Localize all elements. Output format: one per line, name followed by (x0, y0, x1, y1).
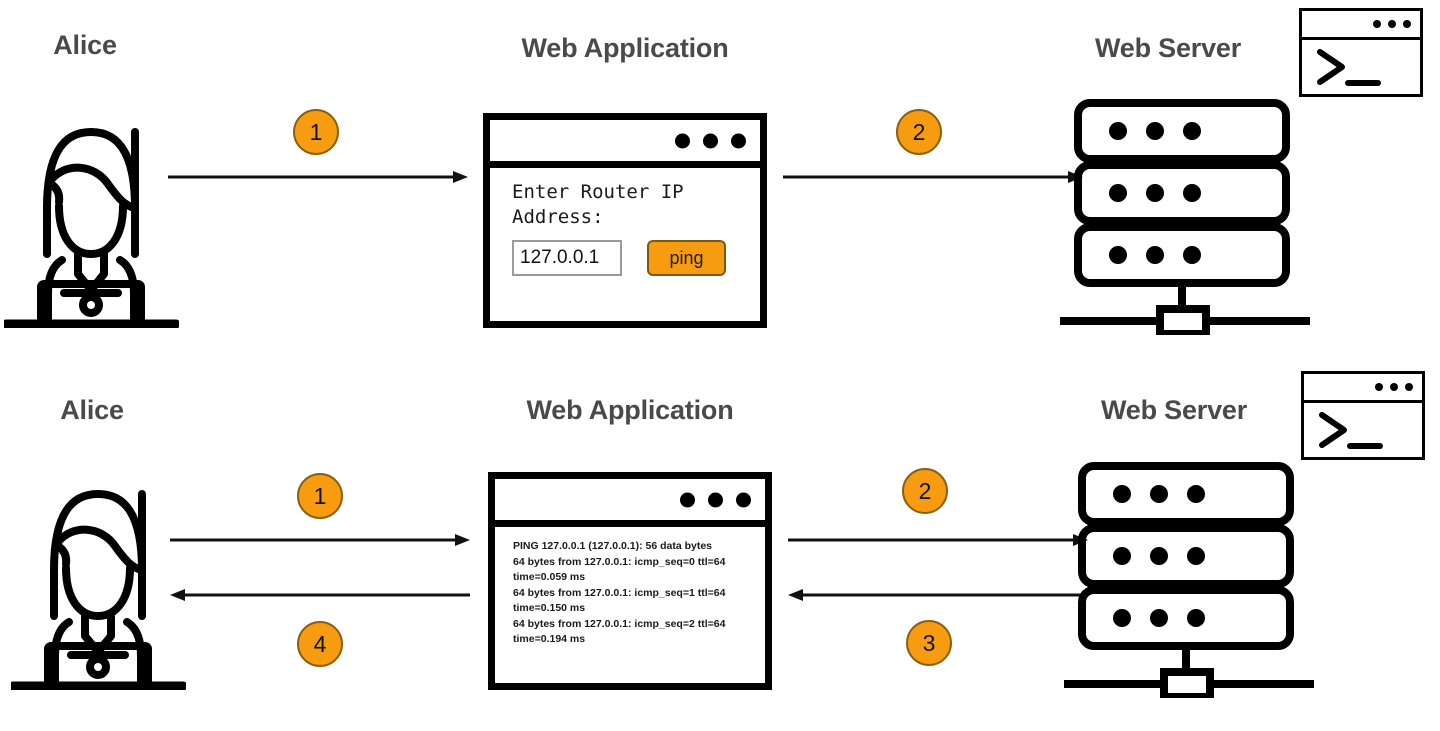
alice-label-row1: Alice (53, 30, 117, 60)
browser-titlebar-row2 (495, 479, 765, 527)
ping-output-line: 64 bytes from 127.0.0.1: icmp_seq=2 ttl=… (513, 617, 726, 646)
ping-output-line: PING 127.0.0.1 (127.0.0.1): 56 data byte… (513, 540, 713, 552)
step-badge-4[interactable]: 4 (297, 621, 343, 667)
ping-output: PING 127.0.0.1 (127.0.0.1): 56 data byte… (513, 539, 765, 648)
webserver-label-row2: Web Server (1100, 395, 1248, 425)
router-ip-input[interactable]: 127.0.0.1 (512, 240, 622, 276)
terminal-titlebar-row1 (1302, 11, 1420, 40)
arrow-alice-to-webapp-2 (170, 534, 470, 546)
window-dot-icon (1373, 20, 1381, 28)
arrow-server-to-webapp (788, 589, 1088, 601)
step-badge-1[interactable]: 1 (293, 109, 339, 155)
terminal-window-icon-row1 (1299, 8, 1423, 97)
arrow-webapp-to-server-2 (788, 534, 1088, 546)
arrow-alice-to-webapp (168, 171, 468, 183)
browser-window-row2: PING 127.0.0.1 (127.0.0.1): 56 data byte… (488, 472, 772, 690)
window-dot-icon (1403, 20, 1411, 28)
server-rack-icon-row1 (1060, 99, 1310, 335)
alice-label-row2: Alice (60, 395, 124, 425)
ping-button[interactable]: ping (647, 240, 726, 276)
ping-output-line: 64 bytes from 127.0.0.1: icmp_seq=0 ttl=… (513, 555, 726, 584)
window-dots-row2 (680, 492, 751, 507)
step-badge-2[interactable]: 2 (896, 109, 942, 155)
person-at-laptop-icon-row1 (4, 128, 179, 328)
step-badge-1-row2[interactable]: 1 (297, 473, 343, 519)
window-dot-icon (1405, 383, 1413, 391)
webapp-label-row2: Web Application (526, 395, 734, 425)
window-dot-icon (1390, 383, 1398, 391)
browser-window-row1: Enter Router IP Address: 127.0.0.1 ping (483, 113, 767, 328)
arrow-webapp-to-server (783, 171, 1083, 183)
terminal-dots-row1 (1373, 20, 1411, 28)
window-dot-icon (708, 492, 723, 507)
person-at-laptop-icon-row2 (11, 490, 186, 690)
window-dot-icon (680, 492, 695, 507)
window-dot-icon (736, 492, 751, 507)
browser-content-row2: PING 127.0.0.1 (127.0.0.1): 56 data byte… (495, 527, 765, 683)
browser-titlebar-row1 (490, 120, 760, 168)
arrow-webapp-to-alice (170, 589, 470, 601)
terminal-prompt-row1 (1302, 40, 1420, 99)
terminal-prompt-row2 (1304, 403, 1422, 462)
router-ip-field-label: Enter Router IP Address: (512, 181, 684, 228)
window-dots-row1 (675, 133, 746, 148)
server-rack-icon-row2 (1064, 462, 1314, 698)
terminal-window-icon-row2 (1301, 371, 1425, 460)
window-dot-icon (703, 133, 718, 148)
window-dot-icon (1375, 383, 1383, 391)
browser-content-row1: Enter Router IP Address: 127.0.0.1 ping (490, 168, 760, 321)
terminal-titlebar-row2 (1304, 374, 1422, 403)
webapp-label-row1: Web Application (521, 33, 729, 63)
terminal-dots-row2 (1375, 383, 1413, 391)
step-badge-3[interactable]: 3 (906, 620, 952, 666)
window-dot-icon (1388, 20, 1396, 28)
window-dot-icon (731, 133, 746, 148)
step-badge-2-row2[interactable]: 2 (902, 468, 948, 514)
window-dot-icon (675, 133, 690, 148)
ping-output-line: 64 bytes from 127.0.0.1: icmp_seq=1 ttl=… (513, 586, 726, 615)
webserver-label-row1: Web Server (1094, 33, 1242, 63)
